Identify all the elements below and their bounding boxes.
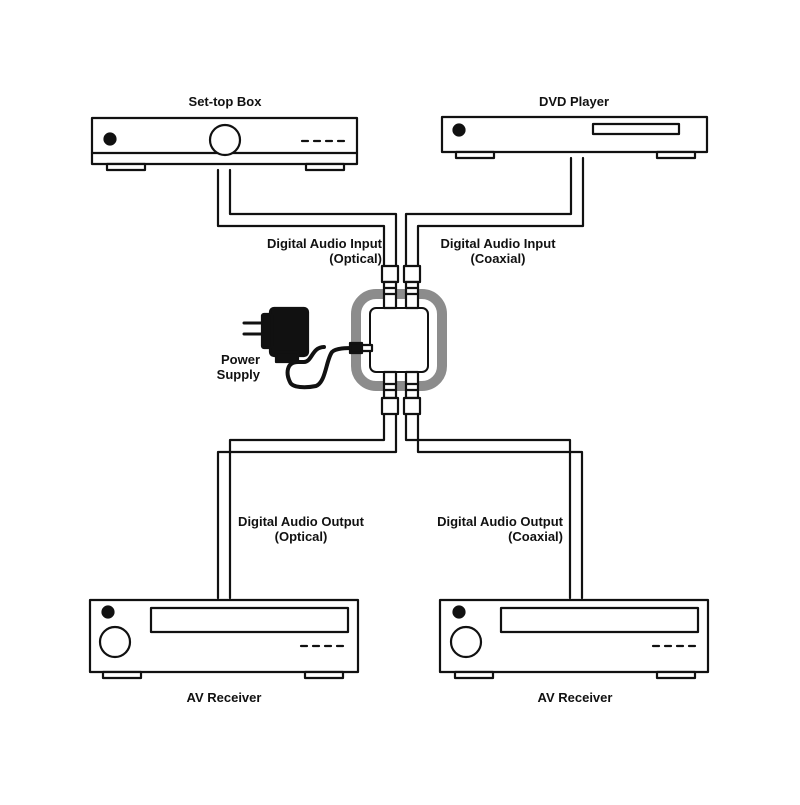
coaxial-output-connector bbox=[402, 396, 422, 416]
av-receiver-left-device bbox=[88, 598, 360, 680]
output-optical-label-line1: Digital Audio Output bbox=[238, 514, 364, 529]
power-button-icon bbox=[452, 605, 466, 619]
display-panel bbox=[149, 606, 350, 634]
cable-set-top-box-optical bbox=[216, 168, 398, 268]
input-optical-label: Digital Audio Input (Optical) bbox=[232, 236, 382, 266]
output-coaxial-label-line1: Digital Audio Output bbox=[437, 514, 563, 529]
power-button-icon bbox=[101, 605, 115, 619]
set-top-box-label: Set-top Box bbox=[188, 94, 262, 109]
power-supply-label-line2: Supply bbox=[216, 367, 260, 382]
input-coaxial-label-line1: Digital Audio Input bbox=[440, 236, 556, 251]
dvd-player-device bbox=[440, 115, 709, 160]
cable-dvd-coaxial bbox=[404, 156, 585, 268]
power-adapter-icon bbox=[242, 306, 374, 390]
power-supply-label-line1: Power bbox=[220, 352, 260, 367]
output-coaxial-label-line2: (Coaxial) bbox=[508, 529, 563, 544]
input-coaxial-label: Digital Audio Input (Coaxial) bbox=[440, 236, 555, 266]
cable-output-coaxial bbox=[404, 412, 584, 600]
coaxial-input-connector bbox=[402, 264, 422, 284]
disc-tray-icon bbox=[591, 122, 681, 136]
display-panel bbox=[499, 606, 700, 634]
volume-knob-icon bbox=[98, 625, 132, 659]
av-receiver-right-label: AV Receiver bbox=[537, 690, 613, 705]
optical-input-connector bbox=[380, 264, 400, 284]
audio-converter-device bbox=[351, 264, 447, 416]
power-button-icon bbox=[103, 132, 117, 146]
input-coaxial-label-line2: (Coaxial) bbox=[470, 251, 526, 266]
output-optical-label-line2: (Optical) bbox=[274, 529, 328, 544]
power-button-icon bbox=[452, 123, 466, 137]
input-optical-label-line2: (Optical) bbox=[329, 251, 382, 266]
power-supply-label: Power Supply bbox=[160, 352, 260, 382]
set-top-box-device bbox=[90, 116, 359, 172]
output-optical-label: Digital Audio Output (Optical) bbox=[238, 514, 364, 544]
volume-knob-icon bbox=[449, 625, 483, 659]
output-coaxial-label: Digital Audio Output (Coaxial) bbox=[400, 514, 563, 544]
control-knob-icon bbox=[208, 123, 242, 157]
dvd-player-label: DVD Player bbox=[538, 94, 610, 109]
av-receiver-right-device bbox=[438, 598, 710, 680]
input-optical-label-line1: Digital Audio Input bbox=[266, 236, 382, 251]
cable-output-optical bbox=[216, 412, 398, 600]
av-receiver-left-label: AV Receiver bbox=[186, 690, 262, 705]
optical-output-connector bbox=[380, 396, 400, 416]
